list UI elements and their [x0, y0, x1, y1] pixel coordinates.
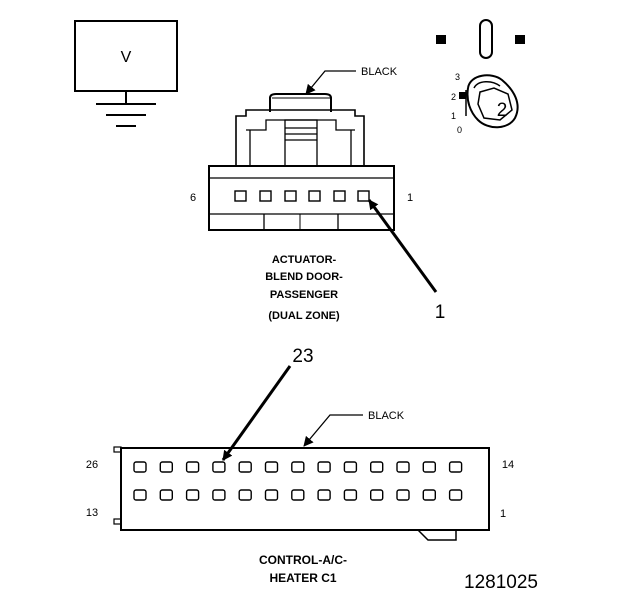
cavity-6	[234, 190, 247, 202]
pin-number-top-left: 26	[86, 459, 98, 471]
cavity-10	[212, 489, 226, 501]
connector-name-line-2: BLEND DOOR-	[265, 271, 343, 283]
cavity-9	[238, 489, 252, 501]
cavity-1	[357, 190, 370, 202]
pin-number-left: 6	[190, 192, 196, 204]
connector-latch	[269, 93, 332, 112]
ground-icon	[96, 103, 156, 127]
connector-key	[417, 529, 457, 541]
connector-name-line-2: HEATER C1	[269, 571, 336, 585]
connector-name-line-3: PASSENGER	[270, 289, 338, 301]
probe-position-1: 1	[451, 111, 456, 121]
callout-number-1: 1	[435, 302, 446, 323]
cavity-7	[291, 489, 305, 501]
connector-name-line-1: ACTUATOR-	[272, 254, 337, 266]
cavity-17	[370, 461, 384, 473]
probe-position-0: 0	[457, 125, 462, 135]
color-leader-arrow	[303, 414, 363, 447]
probe-square-right	[515, 35, 525, 44]
cavity-1	[448, 489, 463, 501]
callout-arrow-23	[221, 365, 292, 461]
voltmeter-label: V	[121, 49, 132, 66]
cavity-6	[317, 489, 331, 501]
callout-number-23: 23	[292, 346, 313, 367]
connector-name-line-1: CONTROL-A/C-	[259, 553, 347, 567]
cavity-15	[422, 461, 436, 473]
pin-number-bottom-left: 13	[86, 507, 98, 519]
cavity-25	[159, 461, 174, 473]
cavity-4	[284, 190, 297, 202]
cavity-14	[448, 461, 463, 473]
cavity-5	[343, 489, 358, 501]
callout-arrow-1	[367, 199, 438, 293]
cavity-row-top	[133, 461, 463, 473]
connector-body	[208, 165, 395, 231]
cavity-4	[370, 489, 384, 501]
probe-tool-icon: 3 2 1 0 2	[436, 19, 525, 135]
cavity-20	[291, 461, 305, 473]
cavity-8	[264, 489, 279, 501]
figure-number: 1281025	[464, 572, 538, 593]
color-leader-arrow	[305, 70, 356, 95]
pin-number-bottom-right: 1	[500, 508, 506, 520]
cavity-13	[133, 489, 147, 501]
control-connector: 26 13 14 1 BLACK 23 CONTROL-A/C- HEATER …	[86, 346, 514, 585]
probe-square-left	[436, 35, 446, 44]
probe-badge-number: 2	[497, 100, 508, 121]
color-label-black: BLACK	[368, 410, 405, 422]
cavity-26	[133, 461, 147, 473]
pin-number-right: 1	[407, 192, 413, 204]
cavity-2	[333, 190, 346, 202]
cavity-18	[343, 461, 358, 473]
probe-position-3: 3	[455, 72, 460, 82]
cavity-row-bottom	[133, 489, 463, 501]
color-label-black: BLACK	[361, 66, 398, 78]
cavity-3	[308, 190, 321, 202]
cavity-12	[159, 489, 174, 501]
probe-slot	[479, 19, 493, 59]
connector-name-line-4: (DUAL ZONE)	[268, 310, 340, 322]
cavity-16	[396, 461, 410, 473]
cavity-3	[396, 489, 410, 501]
cavity-11	[185, 489, 200, 501]
connector-body	[120, 447, 490, 531]
cavity-23	[212, 461, 226, 473]
pin-number-top-right: 14	[502, 459, 514, 471]
cavity-21	[264, 461, 279, 473]
cavity-19	[317, 461, 331, 473]
actuator-connector: 6 1 BLACK 1 ACTUATOR- BLEND DOOR- PASSEN…	[190, 66, 445, 323]
cavity-2	[422, 489, 436, 501]
cavity-22	[238, 461, 252, 473]
probe-position-2: 2	[451, 92, 456, 102]
voltmeter-symbol: V	[74, 20, 178, 127]
cavity-5	[259, 190, 272, 202]
cavity-24	[185, 461, 200, 473]
